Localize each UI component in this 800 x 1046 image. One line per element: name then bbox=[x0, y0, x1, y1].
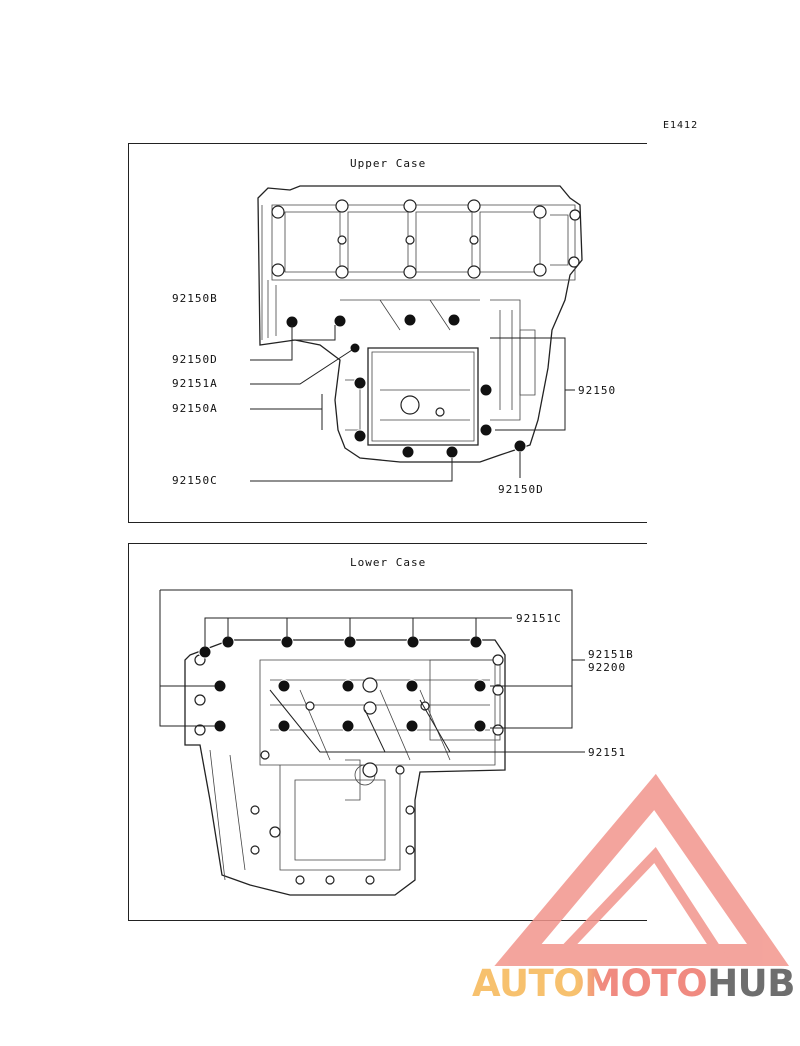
callout-92151A: 92151A bbox=[172, 377, 218, 390]
callout-92150D-left: 92150D bbox=[172, 353, 218, 366]
callout-92150B: 92150B bbox=[172, 292, 218, 305]
lower-case-frame bbox=[128, 543, 647, 921]
watermark-hub: HUB bbox=[707, 962, 795, 1005]
callout-92151C: 92151C bbox=[516, 612, 562, 625]
callout-92150: 92150 bbox=[578, 384, 617, 397]
upper-case-frame bbox=[128, 143, 647, 523]
callout-92151: 92151 bbox=[588, 746, 627, 759]
callout-92151B: 92151B bbox=[588, 648, 634, 661]
callout-92150D-bottom: 92150D bbox=[498, 483, 544, 496]
watermark-text: AUTOMOTOHUB bbox=[472, 962, 795, 1005]
upper-case-title: Upper Case bbox=[350, 157, 427, 170]
diagram-code: E1412 bbox=[663, 120, 699, 131]
callout-92150A: 92150A bbox=[172, 402, 218, 415]
callout-92200: 92200 bbox=[588, 661, 627, 674]
watermark-automoto: AUTOMOTO bbox=[472, 962, 708, 1005]
callout-92150C: 92150C bbox=[172, 474, 218, 487]
lower-case-title: Lower Case bbox=[350, 556, 427, 569]
